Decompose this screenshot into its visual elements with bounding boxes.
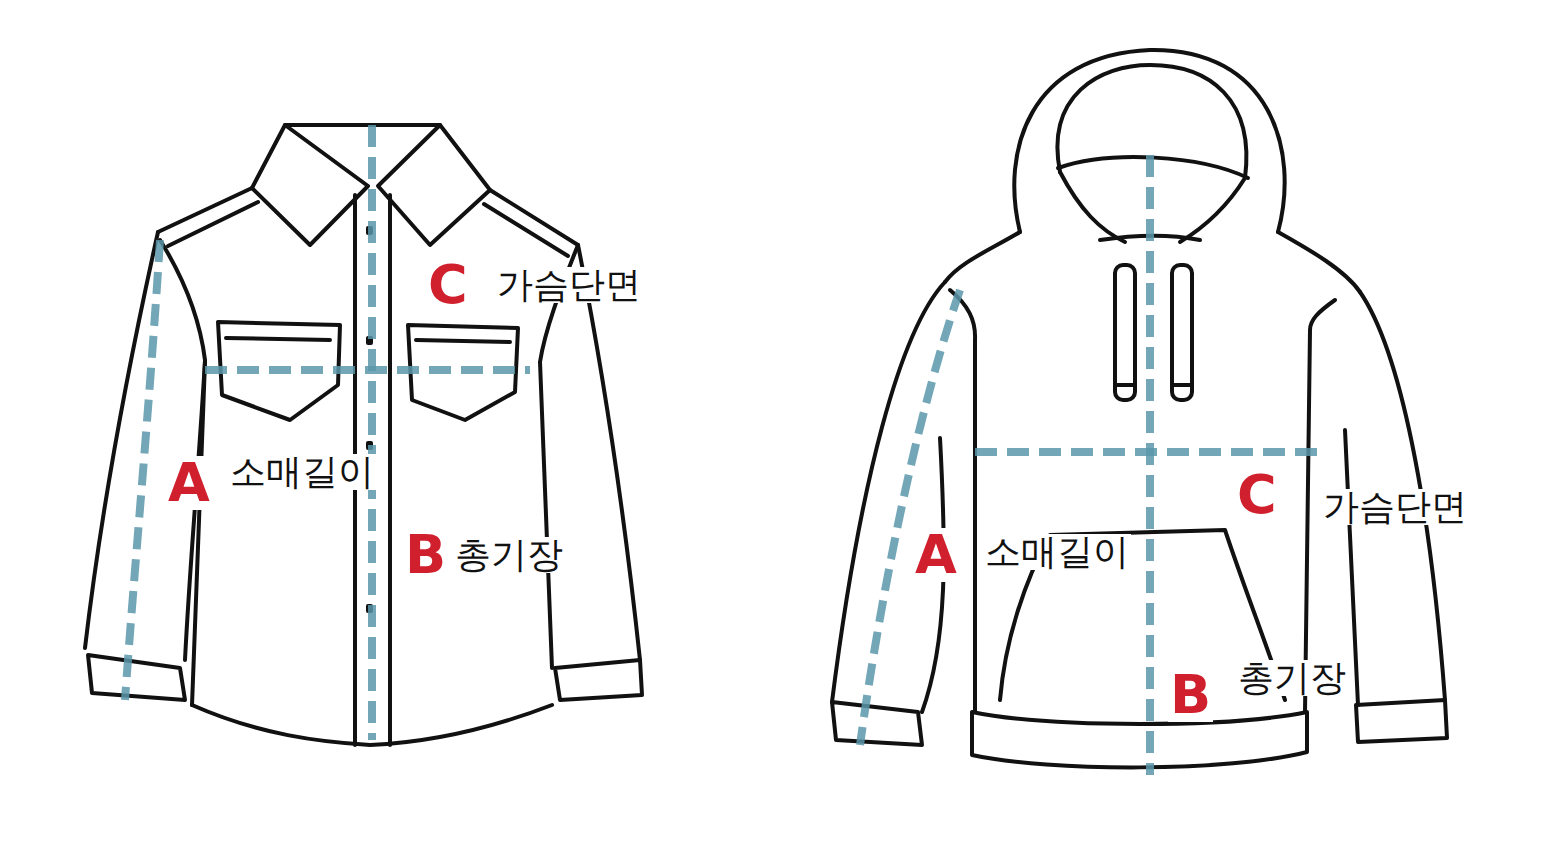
measure-letter: A <box>913 528 959 582</box>
chest-line <box>975 448 1320 456</box>
collar-right <box>378 125 490 245</box>
sleeve-line <box>860 290 960 745</box>
cuff-right <box>1356 700 1447 742</box>
measure-name: 가슴단면 <box>1321 489 1469 525</box>
measure-letter: A <box>166 456 212 510</box>
shoulder-left <box>158 188 258 246</box>
collar-left <box>252 125 368 245</box>
measure-name: 총기장 <box>453 537 565 573</box>
waistband <box>972 712 1307 767</box>
sleeve-left-outer <box>832 282 945 702</box>
body-side-left <box>950 290 975 712</box>
measure-letter: C <box>426 258 470 312</box>
measure-name: 총기장 <box>1236 660 1348 696</box>
cuff-left <box>88 655 185 700</box>
measure-letter: C <box>1235 468 1279 522</box>
cuff-left <box>832 702 922 745</box>
shoulder-right <box>484 190 578 256</box>
measure-name: 소매길이 <box>228 454 376 490</box>
sleeve-right-inner <box>540 245 578 668</box>
sleeve-left-inner <box>160 240 205 660</box>
shirt-drawing <box>85 125 642 745</box>
sleeve-line <box>125 240 160 700</box>
drawstring <box>1115 265 1135 400</box>
collar-band <box>285 123 440 127</box>
chest-line <box>205 366 530 374</box>
measure-name: 가슴단면 <box>495 267 643 303</box>
hoodie-drawing <box>832 50 1447 767</box>
cuff-right <box>555 660 642 700</box>
drawstring <box>1172 265 1192 400</box>
body-side-left <box>192 362 205 705</box>
sleeve-right-outer <box>578 245 640 660</box>
measure-name: 소매길이 <box>983 534 1131 570</box>
length-line <box>368 125 376 740</box>
measure-letter: B <box>1168 668 1213 722</box>
length-line <box>1146 155 1154 775</box>
measure-lines <box>125 125 1320 775</box>
measure-letter: B <box>403 528 448 582</box>
